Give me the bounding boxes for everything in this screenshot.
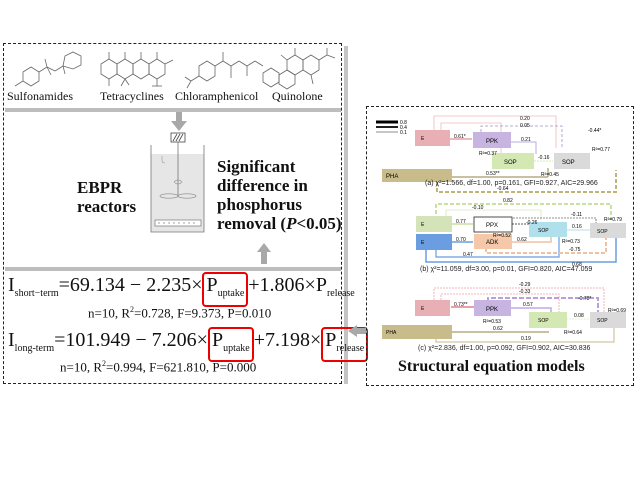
sulfonamide-structure	[14, 51, 82, 87]
sem-model-a: E PPK SOP SOP PHA 0.20 0.05 -0.44* 0.61*…	[382, 115, 617, 193]
sem-caption-a: (a) χ²=1.566, df=1.00, p=0.161, GFI=0.92…	[425, 180, 598, 187]
chemical-structures	[14, 48, 336, 90]
ebpr-label-line2: reactors	[77, 197, 137, 216]
svg-text:E: E	[421, 240, 425, 246]
svg-text:-0.11: -0.11	[571, 212, 582, 218]
svg-text:-0.33: -0.33	[519, 289, 531, 295]
result-line3: phosphorus	[217, 195, 303, 214]
svg-text:E: E	[421, 306, 425, 312]
svg-text:PHA: PHA	[386, 330, 397, 336]
svg-text:SOP: SOP	[597, 229, 608, 235]
legend-08: 0.8	[400, 120, 407, 126]
svg-text:0.77: 0.77	[456, 219, 466, 225]
line-width-legend: 0.8 0.4 0.1	[376, 120, 407, 136]
svg-text:0.20: 0.20	[520, 116, 530, 122]
svg-text:0.08: 0.08	[574, 313, 584, 319]
svg-text:R²=0.77: R²=0.77	[592, 147, 610, 153]
svg-text:0.57: 0.57	[523, 302, 533, 308]
compound-label-tetracyclines: Tetracyclines	[100, 89, 164, 103]
svg-text:SOP: SOP	[597, 318, 608, 324]
node-sop-uptake-a: SOP	[504, 160, 517, 166]
svg-text:R²=0.69: R²=0.69	[608, 308, 626, 314]
stats-long-term: n=10, R2=0.994, F=621.810, P=0.000	[60, 359, 257, 375]
compound-label-chloramphenicol: Chloramphenicol	[175, 89, 259, 103]
svg-text:0.62: 0.62	[493, 326, 503, 332]
svg-text:0.16: 0.16	[572, 224, 582, 230]
ebpr-reactors-label: EBPR reactors	[77, 178, 136, 216]
down-arrow-icon	[171, 112, 187, 131]
node-pha-a: PHA	[386, 174, 398, 180]
tetracycline-structure	[100, 52, 174, 87]
svg-text:PPK: PPK	[486, 307, 498, 313]
svg-text:R²=0.73: R²=0.73	[562, 239, 580, 245]
result-line1: Significant	[217, 157, 296, 176]
stats-short-term: n=10, R2=0.728, F=9.373, P=0.010	[88, 305, 272, 321]
sem-caption-c: (c) χ²=2.836, df=1.00, p=0.092, GFI=0.90…	[418, 345, 591, 352]
node-e-a: E	[421, 136, 425, 142]
svg-text:R²=0.53: R²=0.53	[483, 319, 501, 325]
svg-text:0.68: 0.68	[572, 262, 582, 268]
svg-text:-0.75: -0.75	[569, 247, 581, 253]
sem-panel-frame	[366, 106, 634, 386]
svg-text:-0.16: -0.16	[538, 155, 550, 161]
separator-middle	[5, 267, 341, 271]
highlight-p-uptake-long: Puptake	[207, 327, 254, 362]
left-panel-frame	[3, 43, 342, 384]
svg-text:-0.64: -0.64	[497, 186, 509, 192]
legend-04: 0.4	[400, 125, 407, 131]
compound-label-quinolone: Quinolone	[272, 89, 323, 103]
svg-text:-0.29: -0.29	[519, 282, 531, 288]
sem-panel-title: Structural equation models	[398, 358, 585, 375]
svg-text:0.61*: 0.61*	[454, 134, 466, 140]
svg-text:R²=0.52: R²=0.52	[493, 233, 511, 239]
sem-caption-b: (b) χ²=11.059, df=3.00, p=0.01, GFI=0.82…	[420, 266, 593, 273]
svg-text:PPX: PPX	[486, 223, 498, 229]
ebpr-reactor-illustration	[150, 132, 205, 233]
sem-diagrams: 0.8 0.4 0.1 E PPK SOP SOP PHA 0.20 0.05 …	[376, 115, 626, 343]
up-arrow-icon	[257, 243, 271, 264]
svg-text:0.53**: 0.53**	[486, 171, 500, 177]
node-ppk-a: PPK	[486, 139, 498, 145]
svg-text:SOP: SOP	[538, 228, 549, 234]
svg-text:0.82: 0.82	[503, 198, 513, 204]
left-panel-side-bar	[344, 46, 348, 384]
node-sop-release-a: SOP	[562, 160, 575, 166]
chloramphenicol-structure	[184, 52, 264, 89]
legend-01: 0.1	[400, 130, 407, 136]
compound-label-sulfonamides: Sulfonamides	[7, 89, 73, 103]
svg-text:R²=0.45: R²=0.45	[541, 172, 559, 178]
svg-text:0.70: 0.70	[456, 237, 466, 243]
svg-text:0.19: 0.19	[521, 336, 531, 342]
equation-short-term: Ishort−term=69.134 − 2.235×Puptake+1.806…	[8, 272, 355, 307]
sem-model-b: E PPX SOP SOP E ADK 0.82 -0.10 -0.11 0.7…	[416, 198, 626, 268]
equation-long-term: Ilong-term=101.949 − 7.206×Puptake+7.198…	[8, 327, 369, 362]
highlight-p-release-long: Prelease	[321, 327, 369, 362]
svg-text:0.73**: 0.73**	[454, 302, 468, 308]
svg-text:-0.44*: -0.44*	[588, 128, 601, 134]
result-line2: difference in	[217, 176, 308, 195]
svg-text:0.21: 0.21	[521, 137, 531, 143]
svg-text:-0.26: -0.26	[526, 220, 538, 226]
ebpr-label-line1: EBPR	[77, 178, 123, 197]
svg-text:R²=0.79: R²=0.79	[604, 217, 622, 223]
svg-text:0.47: 0.47	[463, 252, 473, 258]
svg-text:-0.10: -0.10	[472, 205, 484, 211]
separator-top	[5, 108, 341, 112]
left-arrow-icon	[348, 325, 367, 337]
highlight-p-uptake: Puptake	[202, 272, 249, 307]
quinolone-structure	[262, 48, 336, 90]
svg-text:R²=0.64: R²=0.64	[564, 330, 582, 336]
sem-model-c: E PPK SOP SOP PHA -0.29 -0.33 -0.78* 0.7…	[382, 282, 626, 343]
svg-text:0.62: 0.62	[517, 237, 527, 243]
result-line4: removal (P<0.05)	[217, 214, 342, 233]
svg-text:SOP: SOP	[538, 318, 549, 324]
svg-text:E: E	[421, 222, 425, 228]
significant-difference-label: Significant difference in phosphorus rem…	[217, 157, 342, 233]
svg-text:R²=0.37: R²=0.37	[479, 151, 497, 157]
svg-text:0.05: 0.05	[520, 123, 530, 129]
svg-text:ADK: ADK	[486, 240, 498, 246]
svg-text:-0.78*: -0.78*	[578, 296, 591, 302]
